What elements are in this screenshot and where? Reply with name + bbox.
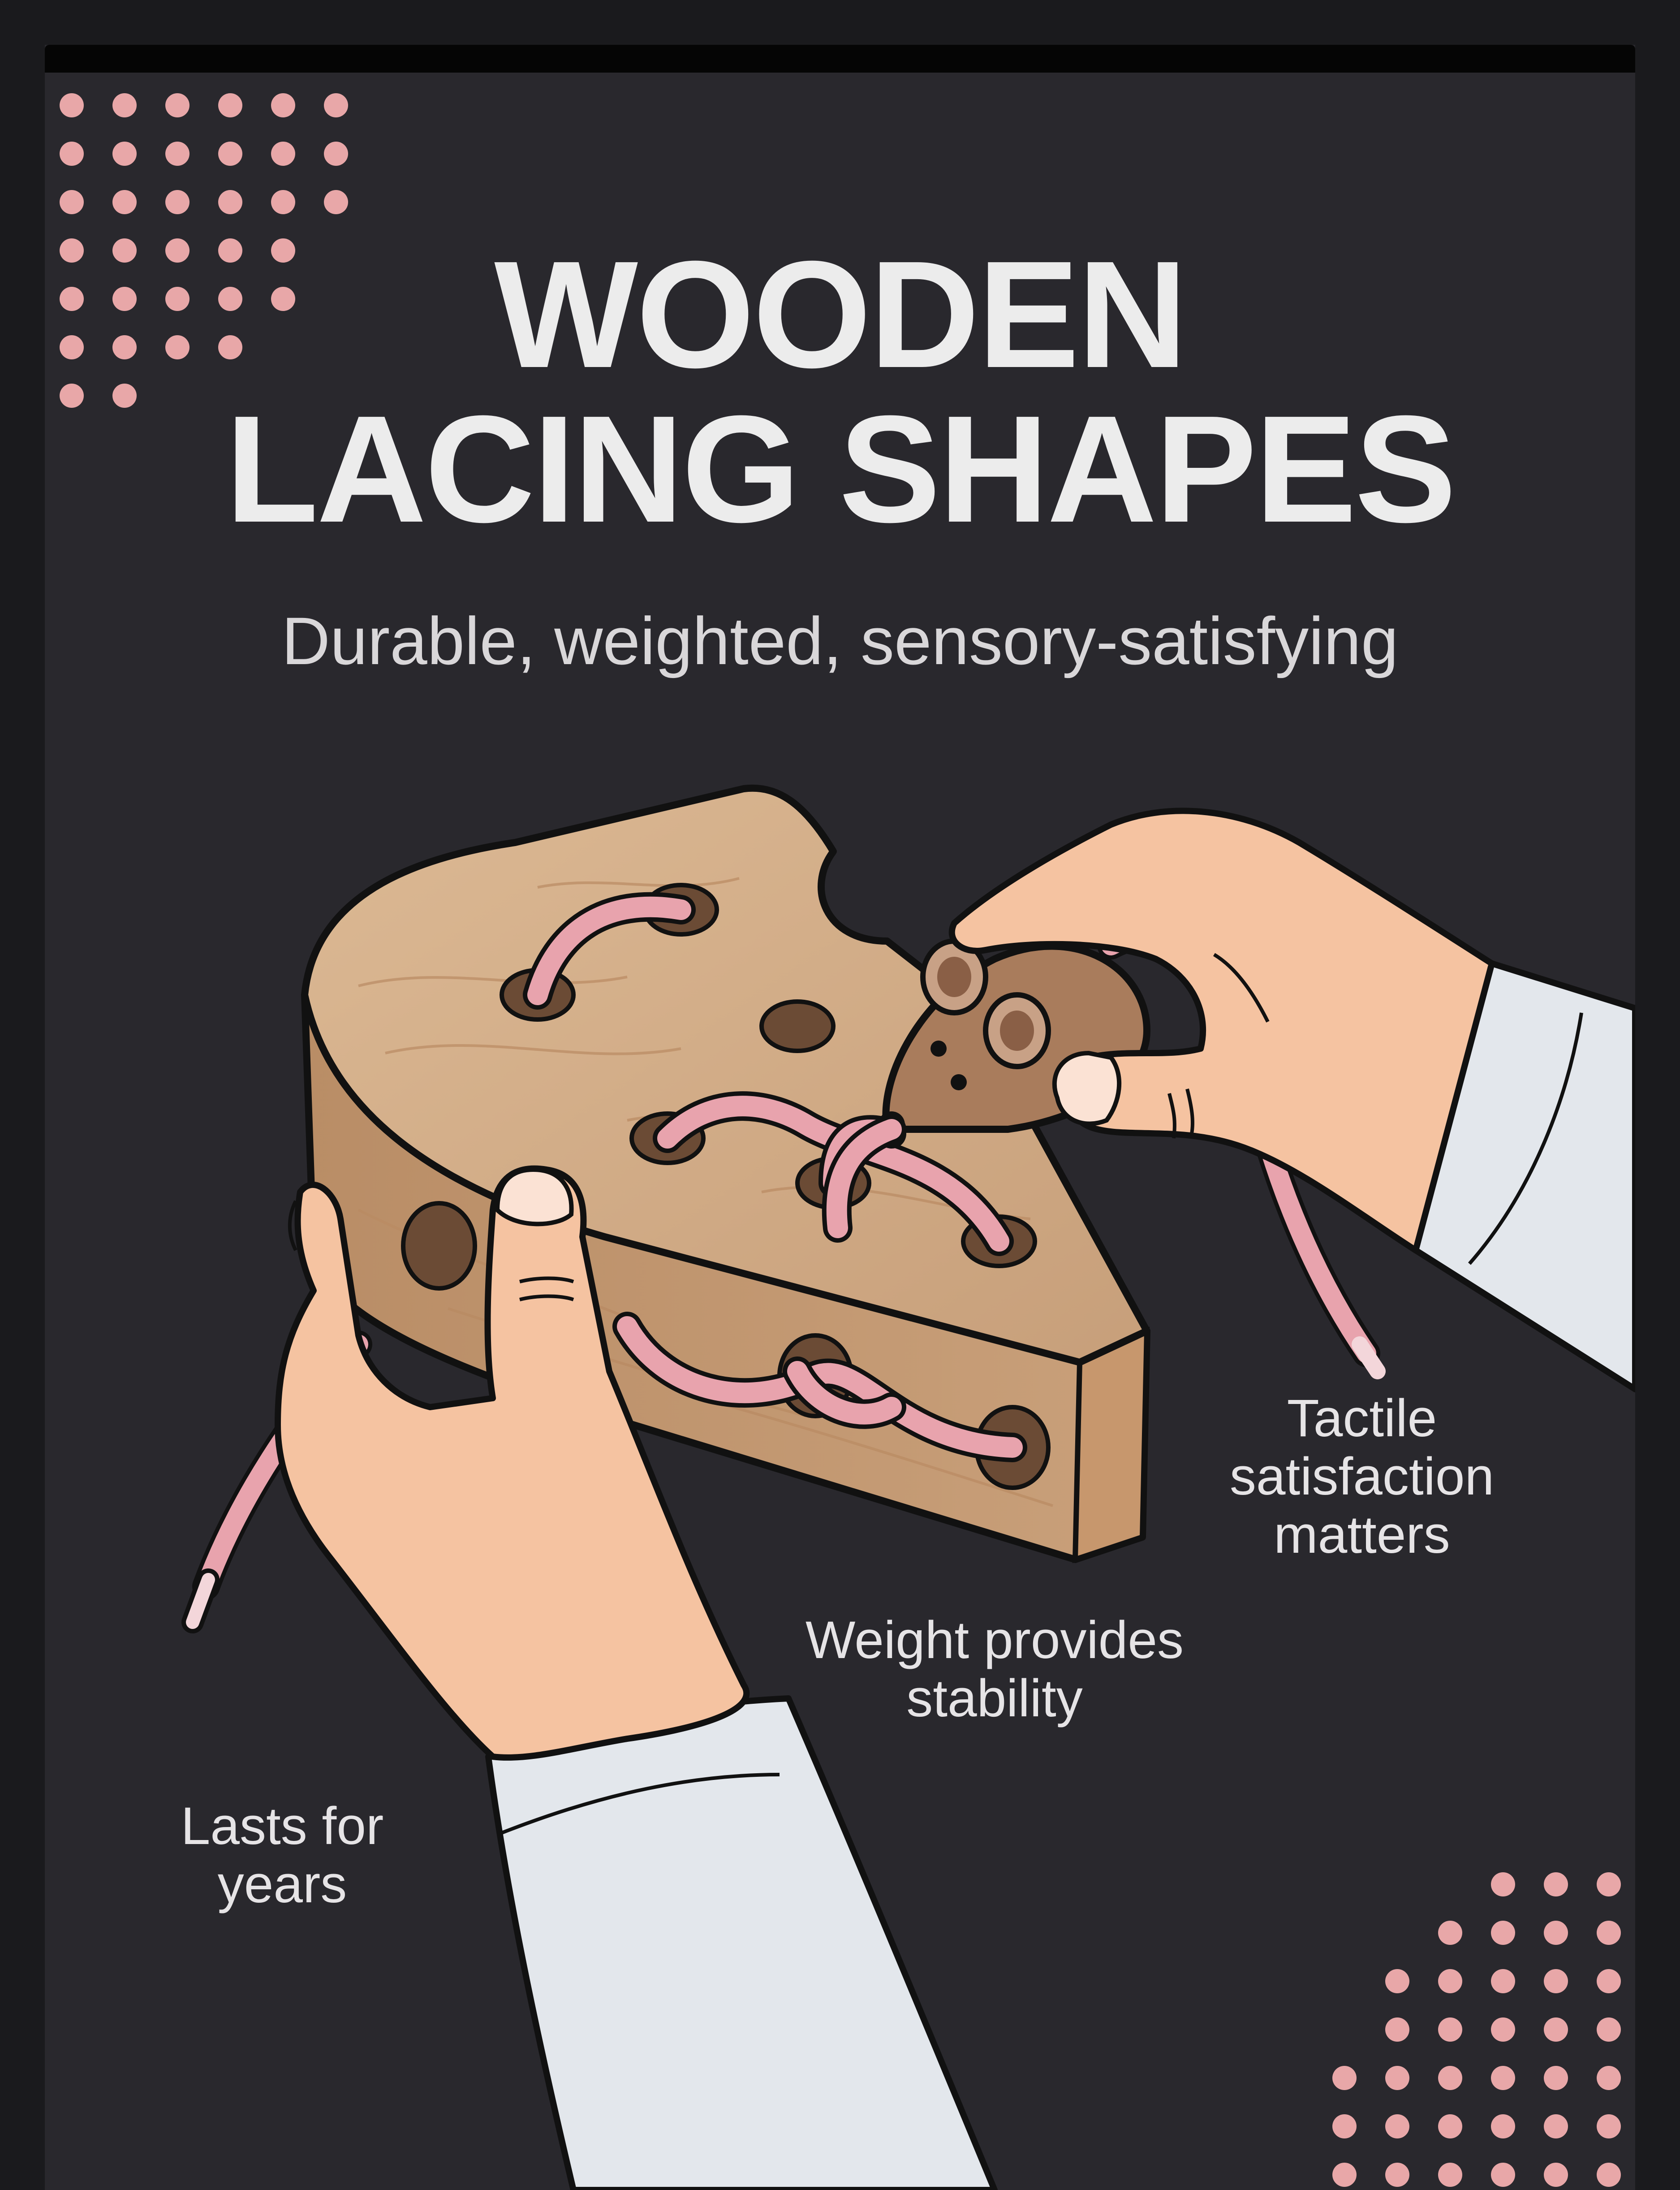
illustration	[60, 93, 1635, 2190]
left-sleeve	[485, 1695, 998, 2190]
right-hand	[948, 808, 1495, 1253]
callout-tactile: Tactile satisfaction matters	[1229, 1389, 1495, 1564]
callout-weight: Weight provides stability	[806, 1611, 1184, 1728]
dot-grid-top-left	[60, 93, 348, 408]
title-line-2: LACING SHAPES	[225, 384, 1456, 554]
title-line-1: WOODEN	[494, 229, 1188, 400]
left-hand	[275, 1165, 750, 1761]
poster: WOODEN LACING SHAPES Durable, weighted, …	[45, 45, 1635, 2190]
wooden-mouse	[822, 938, 1150, 1243]
callout-lasts: Lasts for years	[181, 1797, 384, 1914]
dot-grid-bottom-right	[1332, 1872, 1621, 2187]
subtitle: Durable, weighted, sensory-satisfying	[281, 603, 1399, 678]
page-title: WOODEN LACING SHAPES	[45, 238, 1635, 547]
top-bar	[45, 45, 1635, 73]
